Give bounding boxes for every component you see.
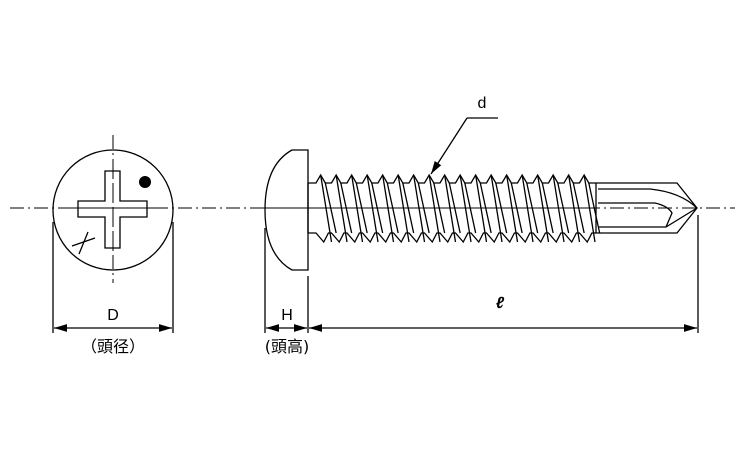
manufacturer-mark-icon [71, 231, 96, 255]
head-side-outline [264, 149, 309, 271]
head-height-caption: (頭高) [265, 337, 310, 356]
thread-diameter-symbol: d [478, 95, 487, 112]
head-diameter-symbol: D [107, 307, 119, 324]
mark-dot-icon [139, 176, 151, 188]
head-height-symbol: H [281, 307, 293, 324]
thread-crest-bottom [308, 232, 595, 244]
head-outline [52, 149, 174, 271]
head-top-view [52, 149, 174, 271]
head-height-dimension: H (頭高) [264, 228, 310, 356]
thread-crest-top [308, 173, 595, 184]
head-diameter-caption: （頭径） [81, 337, 145, 356]
length-symbol: ℓ [496, 295, 505, 312]
drill-flute [598, 188, 698, 228]
thread-section [307, 173, 601, 244]
screw-side-view [262, 149, 698, 271]
phillips-recess-icon [77, 170, 148, 249]
length-dimension: ℓ [309, 215, 699, 333]
thread-diameter-leader: d [430, 95, 498, 175]
head-diameter-dimension: D （頭径） [52, 222, 174, 356]
